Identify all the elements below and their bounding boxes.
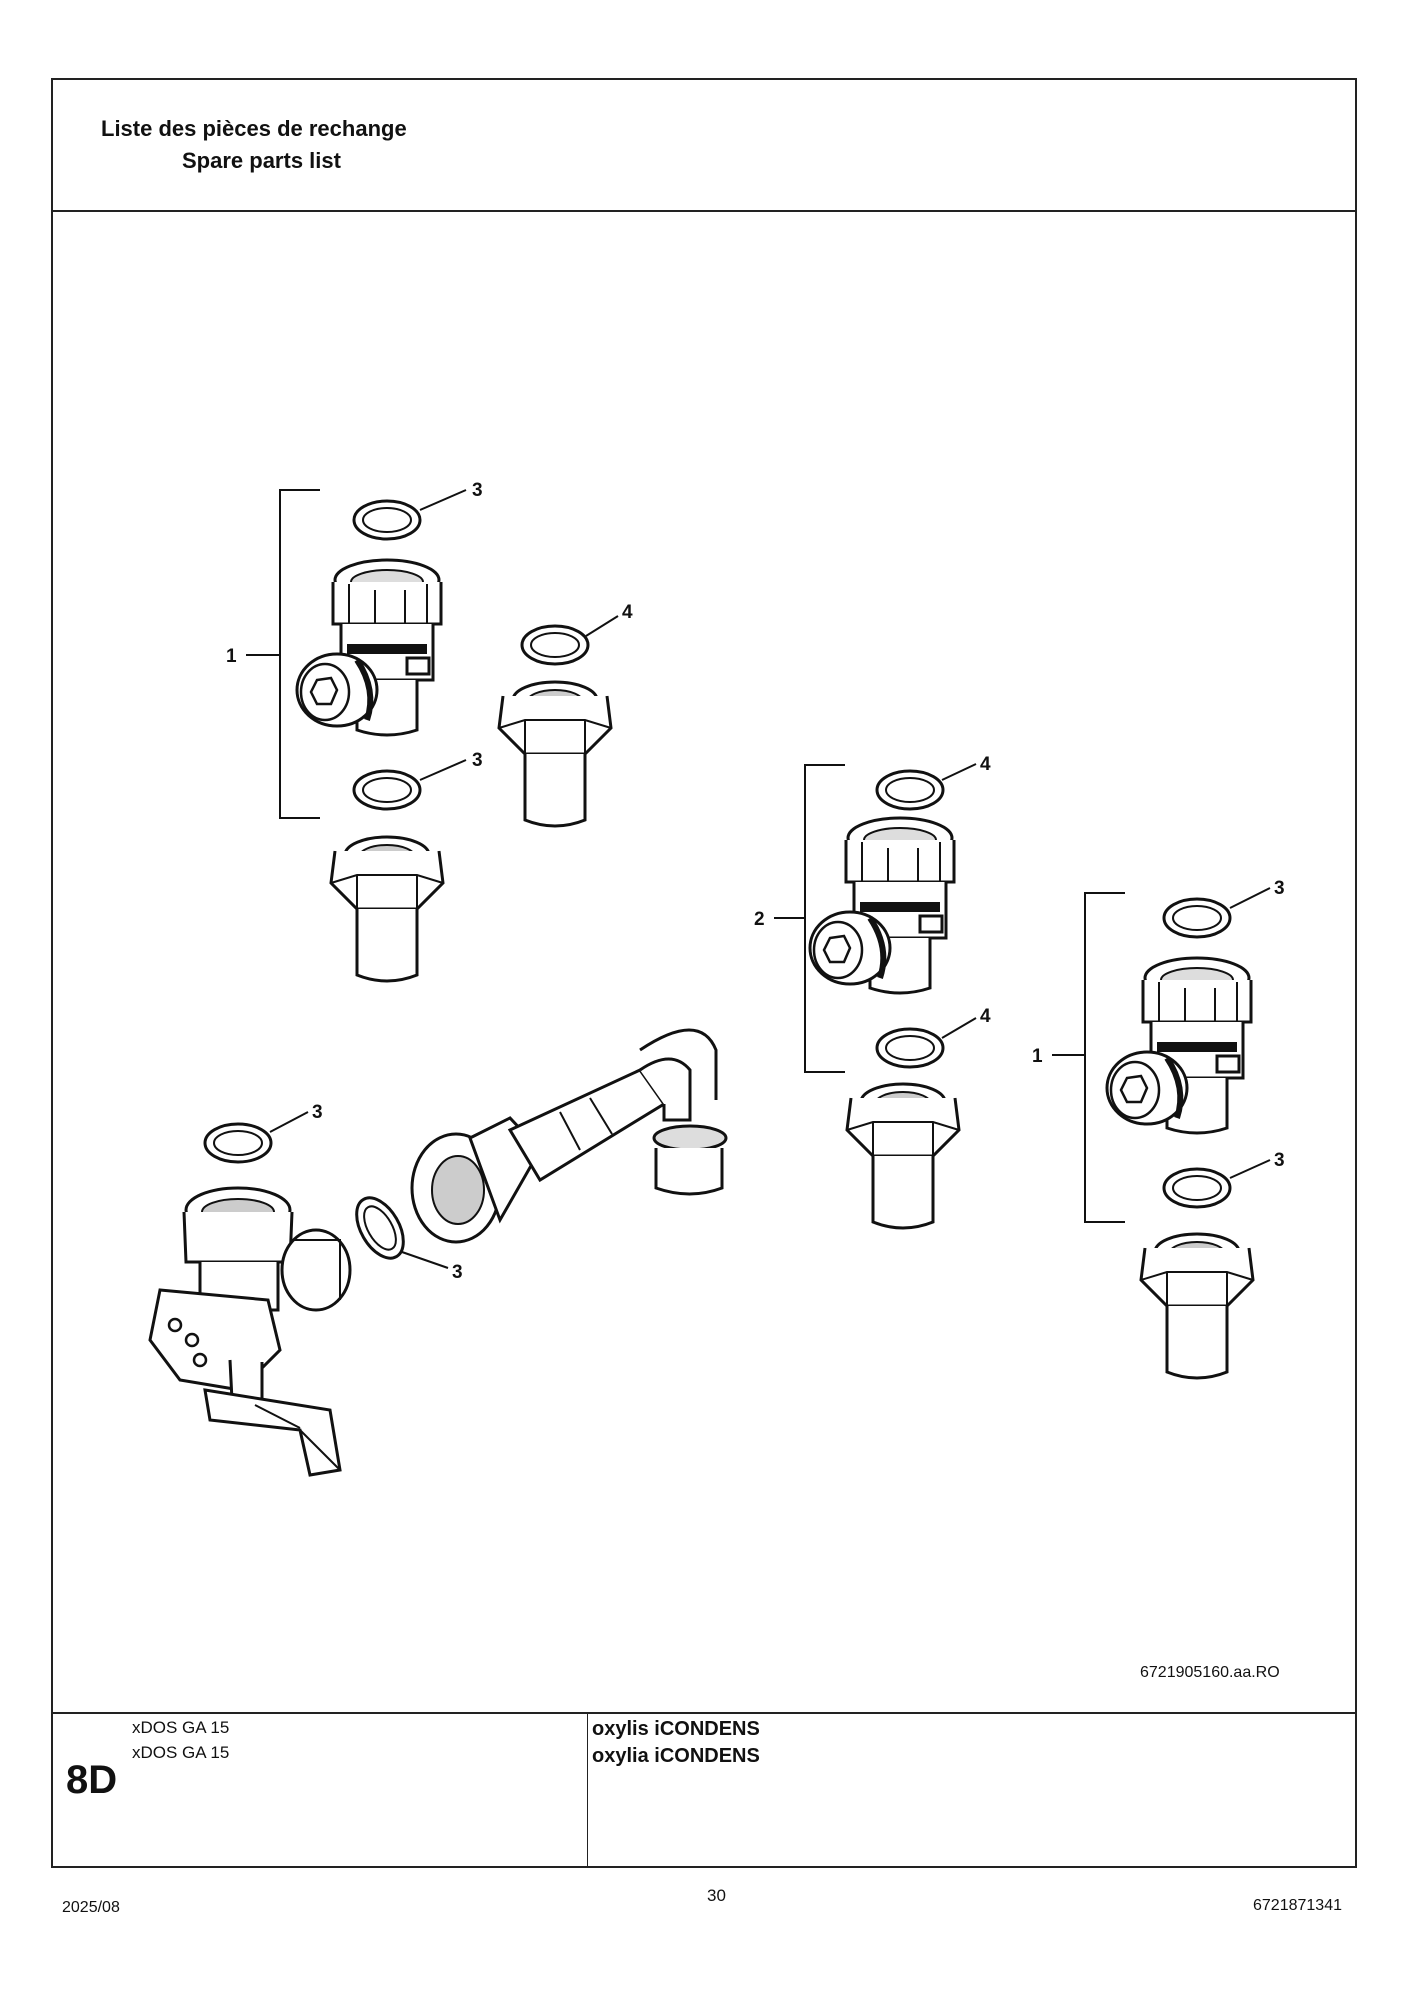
- callout-4: 4: [980, 1006, 991, 1027]
- seal-ring-4: [520, 624, 590, 666]
- title-english: Spare parts list: [182, 148, 341, 173]
- seal-ring-3: [1162, 1167, 1232, 1209]
- seal-ring-3: [352, 499, 422, 541]
- model-line-1: xDOS GA 15: [132, 1718, 230, 1737]
- seal-ring-3: [345, 1188, 415, 1268]
- product-name-1: oxylis iCONDENS: [592, 1718, 760, 1740]
- seal-ring-3: [203, 1122, 273, 1164]
- seal-ring-3: [352, 769, 422, 811]
- bracket-group-1-right: 1: [1032, 892, 1125, 1223]
- title-french: Liste des pièces de rechange: [101, 116, 407, 141]
- seal-ring-3: [1162, 897, 1232, 939]
- callout-3: 3: [452, 1262, 463, 1283]
- issue-date: 2025/08: [62, 1899, 120, 1916]
- header-divider: [51, 210, 1357, 212]
- ball-valve-part-2: [810, 818, 954, 993]
- page-number: 30: [707, 1886, 726, 1905]
- callout-3: 3: [1274, 878, 1285, 899]
- ball-valve-part-1: [297, 560, 441, 735]
- callout-3: 3: [312, 1102, 323, 1123]
- bracket-group-1-left: 1: [226, 489, 320, 819]
- footer-divider: [51, 1712, 1357, 1714]
- callout-1-left: 1: [226, 646, 237, 667]
- page-frame: [51, 78, 1357, 1868]
- model-line-2: xDOS GA 15: [132, 1743, 230, 1762]
- callout-3: 3: [472, 480, 483, 501]
- union-fitting: [497, 680, 613, 828]
- callout-3: 3: [1274, 1150, 1285, 1171]
- union-fitting: [845, 1082, 961, 1230]
- callout-2: 2: [754, 909, 765, 930]
- section-code: 8D: [66, 1758, 118, 1802]
- product-name-2: oxylia iCONDENS: [592, 1745, 760, 1767]
- callout-4: 4: [622, 602, 633, 623]
- callout-1-right: 1: [1032, 1046, 1043, 1067]
- ball-valve-part-1: [1107, 958, 1251, 1133]
- callout-3: 3: [472, 750, 483, 771]
- bracket-group-2: 2: [754, 764, 845, 1073]
- seal-ring-4: [875, 1027, 945, 1069]
- union-fitting: [329, 835, 445, 983]
- union-fitting: [1139, 1232, 1255, 1380]
- flexible-gas-hose: [410, 1028, 728, 1244]
- seal-ring-4: [875, 769, 945, 811]
- drawing-reference: 6721905160.aa.RO: [1140, 1664, 1280, 1681]
- callout-4: 4: [980, 754, 991, 775]
- gas-valve-assembly: [148, 1186, 352, 1477]
- footer-column-divider: [587, 1712, 588, 1868]
- document-number: 6721871341: [1253, 1897, 1342, 1914]
